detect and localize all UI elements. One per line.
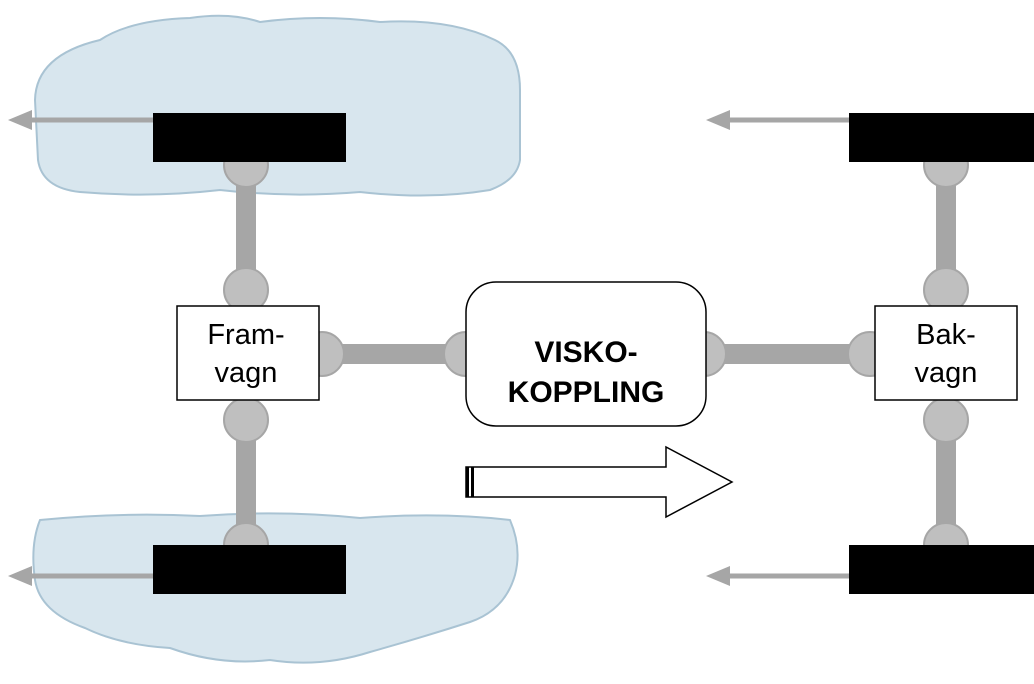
front-axle-label-line1: Fram-: [207, 319, 284, 351]
front-axle-label-line2: vagn: [215, 357, 278, 389]
front-to-coupling-shaft: [320, 344, 470, 364]
rear-axle-box: Bak- vagn: [874, 305, 1018, 401]
arrow-left-icon: [706, 110, 849, 130]
wheel-rear-right: [849, 545, 1034, 594]
arrow-left-icon: [8, 566, 153, 586]
wheel-rear-left: [849, 113, 1034, 162]
coupling-label-line2: KOPPLING: [508, 376, 665, 409]
wheel-front-right: [153, 545, 346, 594]
coupling-to-rear-shaft: [700, 344, 865, 364]
viscous-coupling-box: VISKO- KOPPLING: [465, 281, 707, 427]
force-arrows: [8, 110, 849, 586]
joint-front-lower: [223, 397, 269, 443]
arrow-left-icon: [706, 566, 849, 586]
wheels: [153, 113, 1034, 594]
wheel-front-left: [153, 113, 346, 162]
hollow-arrow-right-icon: [465, 445, 734, 519]
coupling-label-line1: VISKO-: [534, 336, 637, 369]
ice-patch-top: [33, 14, 521, 197]
rear-axle-label-line2: vagn: [915, 357, 978, 389]
joint-rear-lower: [923, 397, 969, 443]
arrow-left-icon: [8, 110, 153, 130]
front-axle-box: Fram- vagn: [176, 305, 320, 401]
rear-axle-label-line1: Bak-: [916, 319, 976, 351]
